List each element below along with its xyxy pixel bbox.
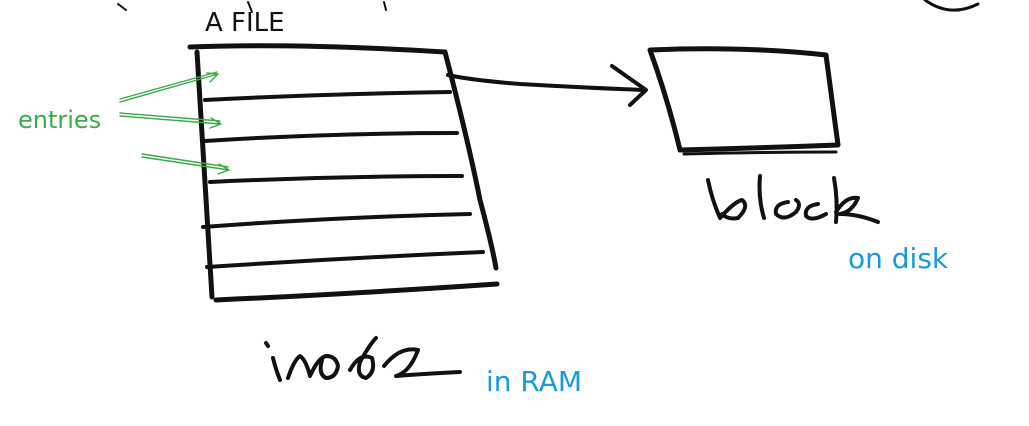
entries-arrow — [119, 71, 219, 103]
inode-box — [187, 43, 500, 303]
inode-entry-row — [203, 131, 459, 143]
inode-handwritten-label — [264, 336, 462, 382]
inode-entry-row — [208, 174, 464, 184]
inode-entry-row — [205, 250, 485, 269]
file-title: A FILE — [205, 8, 285, 38]
block-location-label: on disk — [848, 242, 949, 275]
entries-arrows — [119, 71, 230, 175]
entries-arrow — [141, 153, 230, 175]
inode-entry-row — [201, 212, 472, 229]
pointer-arrow — [446, 64, 648, 107]
block-box — [647, 46, 841, 156]
inode-location-label: in RAM — [486, 365, 582, 398]
entries-arrow — [119, 112, 222, 129]
block-handwritten-label — [706, 174, 880, 224]
top-edge-fragments — [117, 0, 980, 13]
entries-label: entries — [18, 106, 101, 134]
inode-entry-row — [203, 90, 452, 102]
